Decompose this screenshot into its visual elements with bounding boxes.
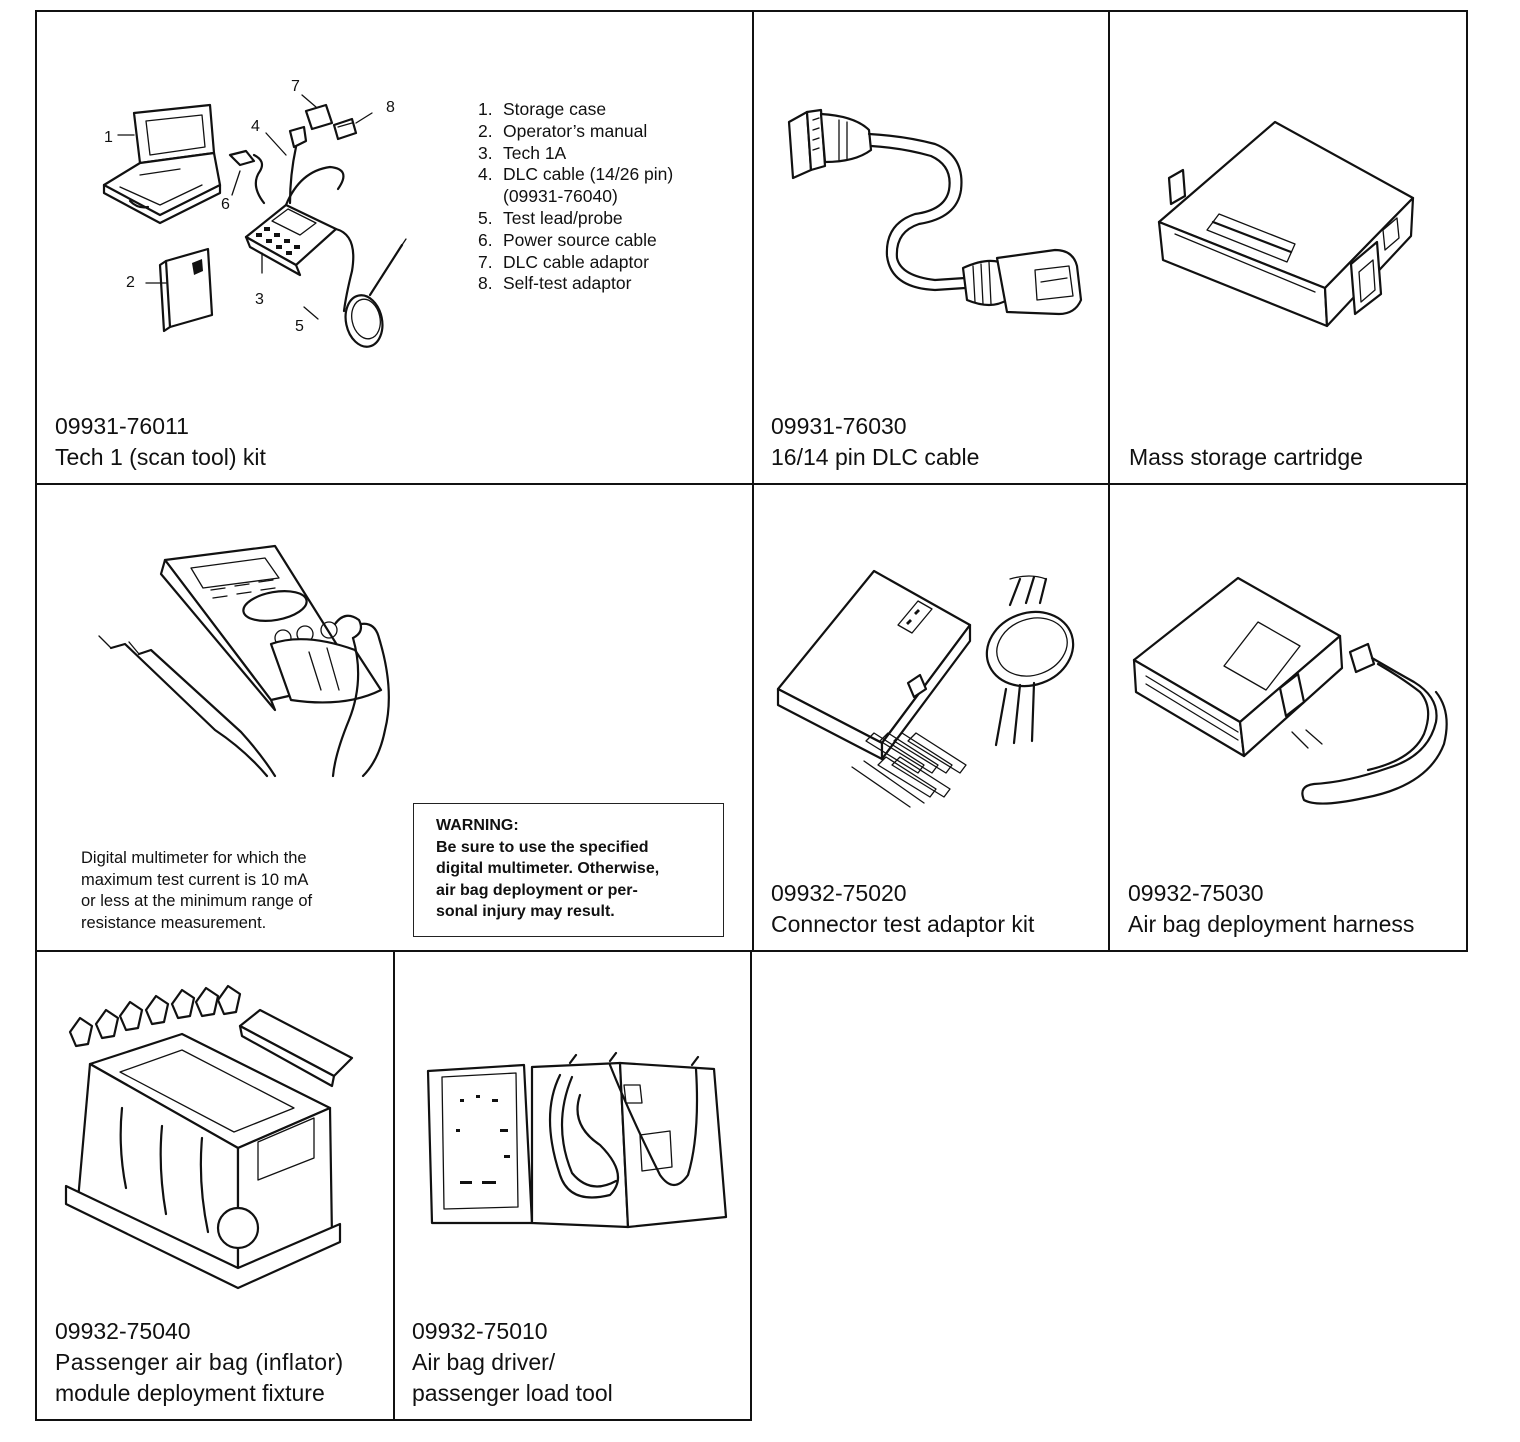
- passenger-fixture-illustration: [64, 984, 354, 1290]
- legend-item: 5.Test lead/probe: [478, 207, 623, 228]
- tool-caption: 09931-76030 16/14 pin DLC cable: [771, 411, 979, 473]
- tool-name-line: module deployment fixture: [55, 1380, 325, 1406]
- legend-item: 4.DLC cable (14/26 pin): [478, 164, 674, 185]
- description-line: Digital multimeter for which the: [81, 849, 307, 867]
- tool-caption: 09932-75040 Passenger air bag (inflator)…: [55, 1316, 344, 1409]
- callout-6: 6: [221, 196, 230, 213]
- warning-title: WARNING:: [436, 817, 519, 834]
- legend-item: 8.Self-test adaptor: [478, 273, 632, 294]
- tool-cell-dlc-cable: [752, 10, 1110, 485]
- tool-name: Tech 1 (scan tool) kit: [55, 444, 266, 470]
- tech1-kit-illustration: [102, 94, 407, 348]
- tool-name-line: Air bag driver/: [412, 1349, 556, 1375]
- warning-line: sonal injury may result.: [436, 903, 615, 920]
- callout-1: 1: [104, 129, 113, 146]
- multimeter-illustration: [98, 544, 390, 778]
- multimeter-description: Digital multimeter for which the maximum…: [81, 848, 312, 934]
- tool-caption: Mass storage cartridge: [1129, 442, 1363, 473]
- part-number: 09932-75030: [1128, 880, 1264, 906]
- legend-item: 3.Tech 1A: [478, 142, 567, 163]
- part-number: 09932-75010: [412, 1318, 548, 1344]
- warning-line: digital multimeter. Otherwise,: [436, 860, 660, 877]
- tool-caption: 09932-75020 Connector test adaptor kit: [771, 878, 1034, 940]
- callout-2: 2: [126, 274, 135, 291]
- dlc-cable-illustration: [787, 108, 1083, 316]
- callout-7: 7: [291, 78, 300, 95]
- tool-caption: 09932-75010 Air bag driver/ passenger lo…: [412, 1316, 613, 1409]
- tool-cell-tech1-kit: [35, 10, 754, 485]
- tool-caption: 09932-75030 Air bag deployment harness: [1128, 878, 1414, 940]
- tool-caption: 09931-76011 Tech 1 (scan tool) kit: [55, 411, 266, 473]
- warning-line: Be sure to use the specified: [436, 838, 649, 856]
- tool-name: Mass storage cartridge: [1129, 444, 1363, 470]
- tool-cell-multimeter: [35, 483, 754, 952]
- part-number: 09932-75040: [55, 1318, 191, 1344]
- warning-line: air bag deployment or per-: [436, 881, 638, 899]
- description-line: or less at the minimum range of: [81, 892, 313, 910]
- connector-kit-illustration: [776, 569, 1075, 808]
- tool-name: Connector test adaptor kit: [771, 911, 1035, 937]
- legend-item: 6.Power source cable: [478, 229, 657, 250]
- callout-8: 8: [386, 99, 395, 116]
- warning-box: WARNING: Be sure to use the specified di…: [413, 803, 724, 937]
- part-number: 09931-76030: [771, 413, 907, 439]
- mass-storage-illustration: [1157, 120, 1415, 328]
- description-line: resistance measurement.: [81, 913, 267, 932]
- legend-item: 2.Operator’s manual: [478, 120, 648, 141]
- tool-name: 16/14 pin DLC cable: [771, 444, 980, 470]
- callout-4: 4: [251, 118, 260, 135]
- part-number: 09931-76011: [55, 413, 189, 439]
- part-number: 09932-75020: [771, 880, 907, 906]
- callout-3: 3: [255, 291, 264, 308]
- tool-name-line: passenger load tool: [412, 1380, 613, 1406]
- tool-name-line: Passenger air bag (inflator): [55, 1349, 344, 1375]
- callout-5: 5: [295, 318, 304, 335]
- description-line: maximum test current is 10 mA: [81, 870, 309, 889]
- tool-name: Air bag deployment harness: [1128, 911, 1415, 937]
- legend-item: (09931-76040): [503, 186, 618, 207]
- tech1-kit-legend: 1.Storage case 2.Operator’s manual 3.Tec…: [473, 99, 673, 295]
- deployment-harness-illustration: [1132, 576, 1448, 805]
- legend-item: 7.DLC cable adaptor: [478, 251, 649, 272]
- legend-item: 1.Storage case: [478, 99, 607, 119]
- load-tool-illustration: [426, 1051, 728, 1229]
